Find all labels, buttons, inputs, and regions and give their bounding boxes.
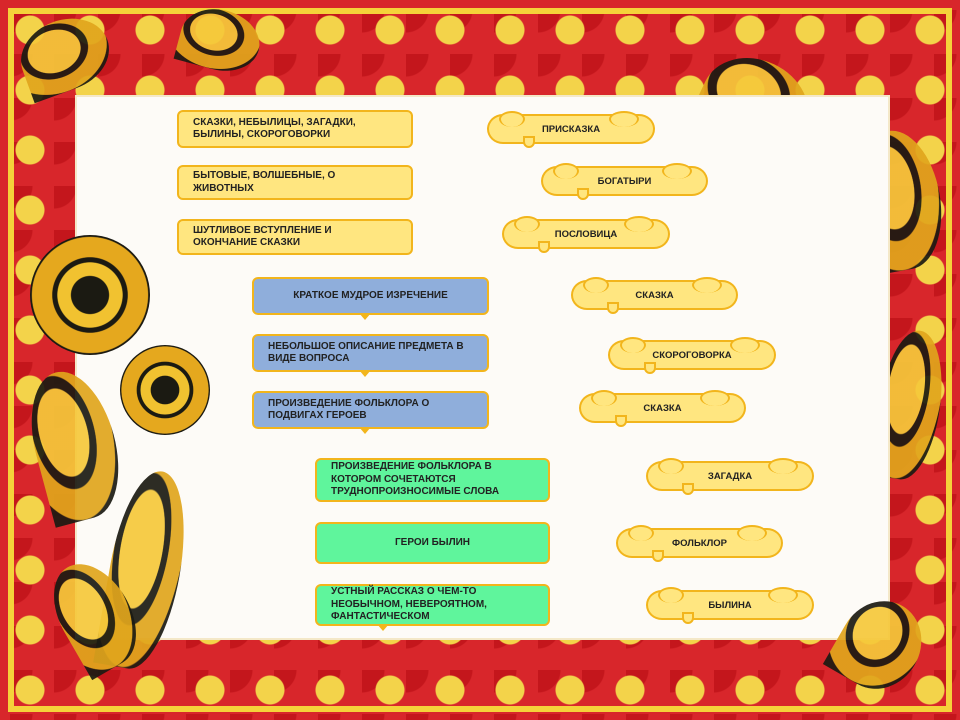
definition-text: НЕБОЛЬШОЕ ОПИСАНИЕ ПРЕДМЕТА В ВИДЕ ВОПРО… (268, 340, 464, 365)
definition-text: КРАТКОЕ МУДРОЕ ИЗРЕЧЕНИЕ (293, 289, 448, 301)
definition-text: УСТНЫЙ РАССКАЗ О ЧЕМ-ТО НЕОБЫЧНОМ, НЕВЕР… (331, 586, 487, 623)
definition-text: ШУТЛИВОЕ ВСТУПЛЕНИЕ И ОКОНЧАНИЕ СКАЗКИ (193, 224, 332, 249)
term-text: ПРИСКАЗКА (541, 123, 601, 135)
term-cloud-9[interactable]: БЫЛИНА (646, 587, 814, 624)
term-cloud-4[interactable]: СКАЗКА (571, 277, 738, 314)
definition-box-1[interactable]: СКАЗКИ, НЕБЫЛИЦЫ, ЗАГАДКИ, БЫЛИНЫ, СКОРО… (177, 110, 413, 148)
definition-text: БЫТОВЫЕ, ВОЛШЕБНЫЕ, О ЖИВОТНЫХ (193, 170, 336, 194)
term-text: БОГАТЫРИ (597, 175, 652, 187)
term-cloud-5[interactable]: СКОРОГОВОРКА (608, 337, 776, 374)
definition-box-4[interactable]: КРАТКОЕ МУДРОЕ ИЗРЕЧЕНИЕ (252, 277, 489, 320)
definition-text: ПРОИЗВЕДЕНИЕ ФОЛЬКЛОРА О ПОДВИГАХ ГЕРОЕВ (268, 397, 430, 422)
term-text: БЫЛИНА (708, 599, 752, 611)
flower-ornament-icon (120, 345, 210, 435)
definition-text: СКАЗКИ, НЕБЫЛИЦЫ, ЗАГАДКИ, БЫЛИНЫ, СКОРО… (193, 116, 356, 141)
term-text: ПОСЛОВИЦА (554, 228, 618, 240)
definition-box-9[interactable]: УСТНЫЙ РАССКАЗ О ЧЕМ-ТО НЕОБЫЧНОМ, НЕВЕР… (315, 584, 550, 631)
definition-box-2[interactable]: БЫТОВЫЕ, ВОЛШЕБНЫЕ, О ЖИВОТНЫХ (177, 165, 413, 200)
term-text: СКАЗКА (635, 289, 674, 301)
term-cloud-2[interactable]: БОГАТЫРИ (541, 163, 708, 200)
term-text: СКАЗКА (643, 402, 682, 414)
term-cloud-6[interactable]: СКАЗКА (579, 390, 746, 427)
definition-box-6[interactable]: ПРОИЗВЕДЕНИЕ ФОЛЬКЛОРА О ПОДВИГАХ ГЕРОЕВ (252, 391, 489, 434)
gold-border (8, 8, 952, 712)
term-cloud-1[interactable]: ПРИСКАЗКА (487, 111, 655, 148)
term-text: ЗАГАДКА (707, 470, 753, 482)
definition-box-3[interactable]: ШУТЛИВОЕ ВСТУПЛЕНИЕ И ОКОНЧАНИЕ СКАЗКИ (177, 219, 413, 255)
term-text: СКОРОГОВОРКА (652, 349, 732, 361)
definition-box-8[interactable]: ГЕРОИ БЫЛИН (315, 522, 550, 564)
definition-box-7[interactable]: ПРОИЗВЕДЕНИЕ ФОЛЬКЛОРА В КОТОРОМ СОЧЕТАЮ… (315, 458, 550, 502)
term-text: ФОЛЬКЛОР (672, 537, 727, 549)
term-cloud-8[interactable]: ФОЛЬКЛОР (616, 525, 783, 562)
term-cloud-7[interactable]: ЗАГАДКА (646, 458, 814, 495)
definition-text: ГЕРОИ БЫЛИН (394, 536, 471, 548)
flower-ornament-icon (30, 235, 150, 355)
definition-text: ПРОИЗВЕДЕНИЕ ФОЛЬКЛОРА В КОТОРОМ СОЧЕТАЮ… (331, 461, 500, 498)
definition-box-5[interactable]: НЕБОЛЬШОЕ ОПИСАНИЕ ПРЕДМЕТА В ВИДЕ ВОПРО… (252, 334, 489, 377)
term-cloud-3[interactable]: ПОСЛОВИЦА (502, 216, 670, 253)
